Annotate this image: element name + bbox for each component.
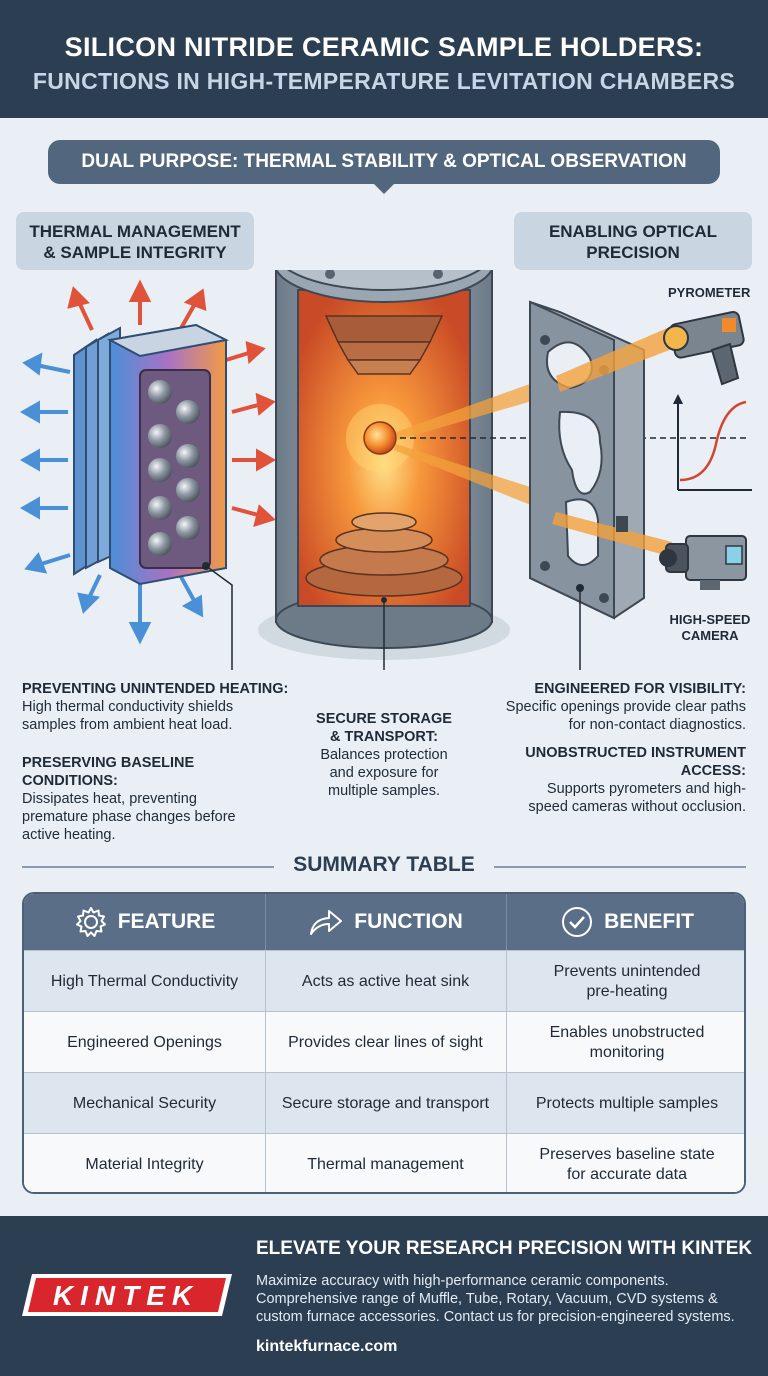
camera-label: HIGH-SPEED CAMERA [669,612,751,643]
graph-icon [673,394,752,491]
thermal-management-label: THERMAL MANAGEMENT & SAMPLE INTEGRITY [16,212,254,270]
share-arrow-icon [310,910,343,935]
table-header: FEATURE FUNCTION BENEFIT [24,894,744,950]
table-row: Engineered Openings Provides clear lines… [24,1011,744,1072]
levitation-chamber [258,270,748,670]
divider-left [22,866,274,868]
kintek-logo[interactable]: KINTEK [20,1272,234,1318]
banner-pointer [374,184,394,194]
dual-purpose-banner: DUAL PURPOSE: THERMAL STABILITY & OPTICA… [48,140,720,184]
illustration [19,270,752,670]
footer-body: Maximize accuracy with high-performance … [256,1273,735,1325]
heat-sink-holder [19,279,277,670]
footer-title: ELEVATE YOUR RESEARCH PRECISION WITH KIN… [256,1238,753,1259]
table-row: Mechanical Security Secure storage and t… [24,1072,744,1133]
pyrometer-icon [556,311,745,392]
website-link[interactable]: kintekfurnace.com [256,1338,398,1355]
pyrometer-label: PYROMETER [668,285,751,300]
summary-title: SUMMARY TABLE [293,853,475,876]
header: SILICON NITRIDE CERAMIC SAMPLE HOLDERS: … [0,0,768,118]
logo-text: KINTEK [53,1280,199,1311]
header-benefit: BENEFIT [506,894,744,950]
table-row: Material Integrity Thermal management Pr… [24,1133,744,1192]
check-circle-icon [562,907,593,937]
sample-spheres [148,380,200,556]
table-row: High Thermal Conductivity Acts as active… [24,950,744,1011]
preventing-heating-text: PREVENTING UNINTENDED HEATING: High ther… [22,681,289,733]
sample-cube [616,516,628,532]
page-title-line1: SILICON NITRIDE CERAMIC SAMPLE HOLDERS: [64,32,704,62]
header-function: FUNCTION [265,894,506,950]
summary-table: FEATURE FUNCTION BENEFIT High Thermal Co… [22,892,746,1194]
gear-icon [75,907,106,937]
secure-storage-text: SECURE STORAGE & TRANSPORT: Balances pro… [316,711,452,799]
high-speed-camera-icon [552,512,747,590]
preserving-baseline-text: PRESERVING BASELINE CONDITIONS: Dissipat… [22,755,236,843]
header-feature: FEATURE [24,894,265,950]
heat-arrows-icon [67,279,277,527]
footer: KINTEK ELEVATE YOUR RESEARCH PRECISION W… [0,1216,768,1376]
engineered-visibility-text: ENGINEERED FOR VISIBILITY: Specific open… [505,681,746,733]
page-title-line2: FUNCTIONS IN HIGH-TEMPERATURE LEVITATION… [32,68,736,94]
divider-right [494,866,746,868]
cooling-arrows-icon [19,352,204,645]
instrument-access-text: UNOBSTRUCTED INSTRUMENT ACCESS: Supports… [525,745,746,815]
optical-precision-label: ENABLING OPTICAL PRECISION [514,212,752,270]
